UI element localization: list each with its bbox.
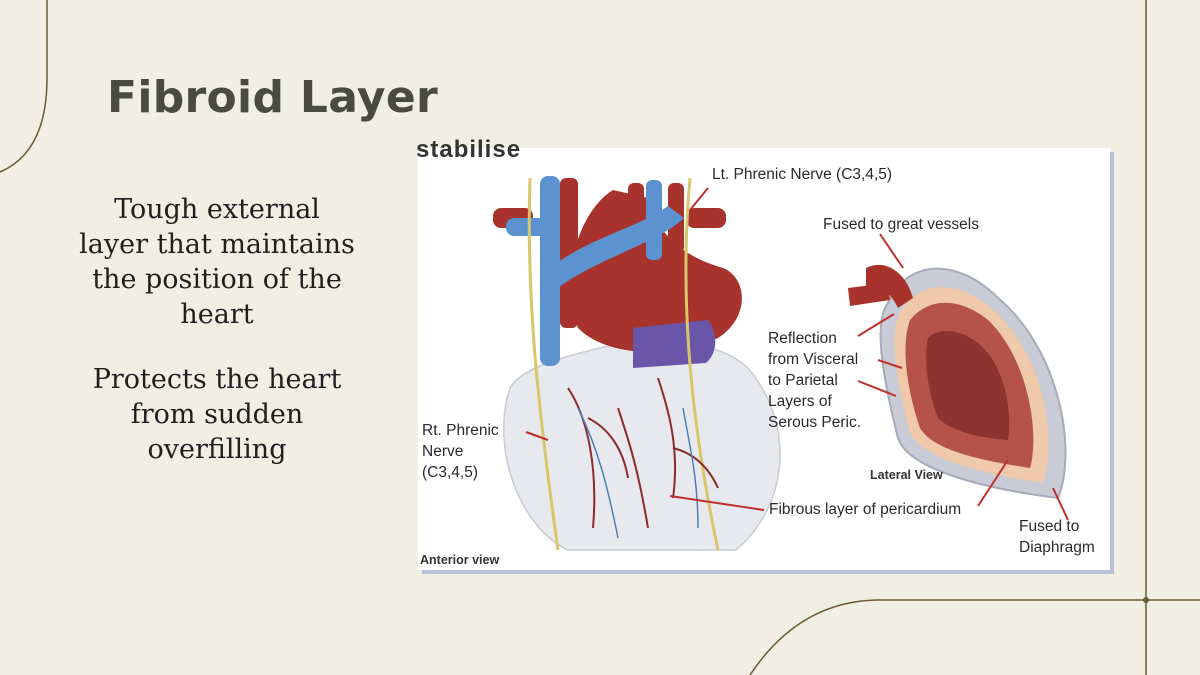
pericardium-figure: stabilise Lt. Phrenic Nerve (C3,4,5) Fus… (418, 148, 1110, 570)
label-fused-diaphragm: Fused to Diaphragm (1019, 516, 1095, 558)
lateral-heart-drawing (848, 265, 1066, 498)
label-lt-phrenic: Lt. Phrenic Nerve (C3,4,5) (712, 164, 892, 185)
cut-word: stabilise (416, 136, 521, 164)
body-text: Tough external layer that maintains the … (78, 192, 356, 497)
junction-dot (1143, 597, 1149, 603)
top-left-arc (0, 0, 47, 172)
label-fused-vessels: Fused to great vessels (823, 214, 979, 235)
slide-title: Fibroid Layer (107, 72, 438, 123)
label-fibrous-layer: Fibrous layer of pericardium (769, 499, 961, 520)
label-lateral-view: Lateral View (870, 465, 943, 486)
label-rt-phrenic: Rt. Phrenic Nerve (C3,4,5) (422, 420, 499, 483)
paragraph-position: Tough external layer that maintains the … (78, 192, 356, 332)
pericardium-illustration (418, 148, 1110, 570)
label-anterior-view: Anterior view (420, 550, 499, 571)
label-reflection: Reflection from Visceral to Parietal Lay… (768, 328, 861, 433)
anterior-heart-drawing (493, 176, 780, 550)
bottom-right-arc (750, 600, 1200, 675)
paragraph-protection: Protects the heart from sudden overfilli… (78, 362, 356, 467)
